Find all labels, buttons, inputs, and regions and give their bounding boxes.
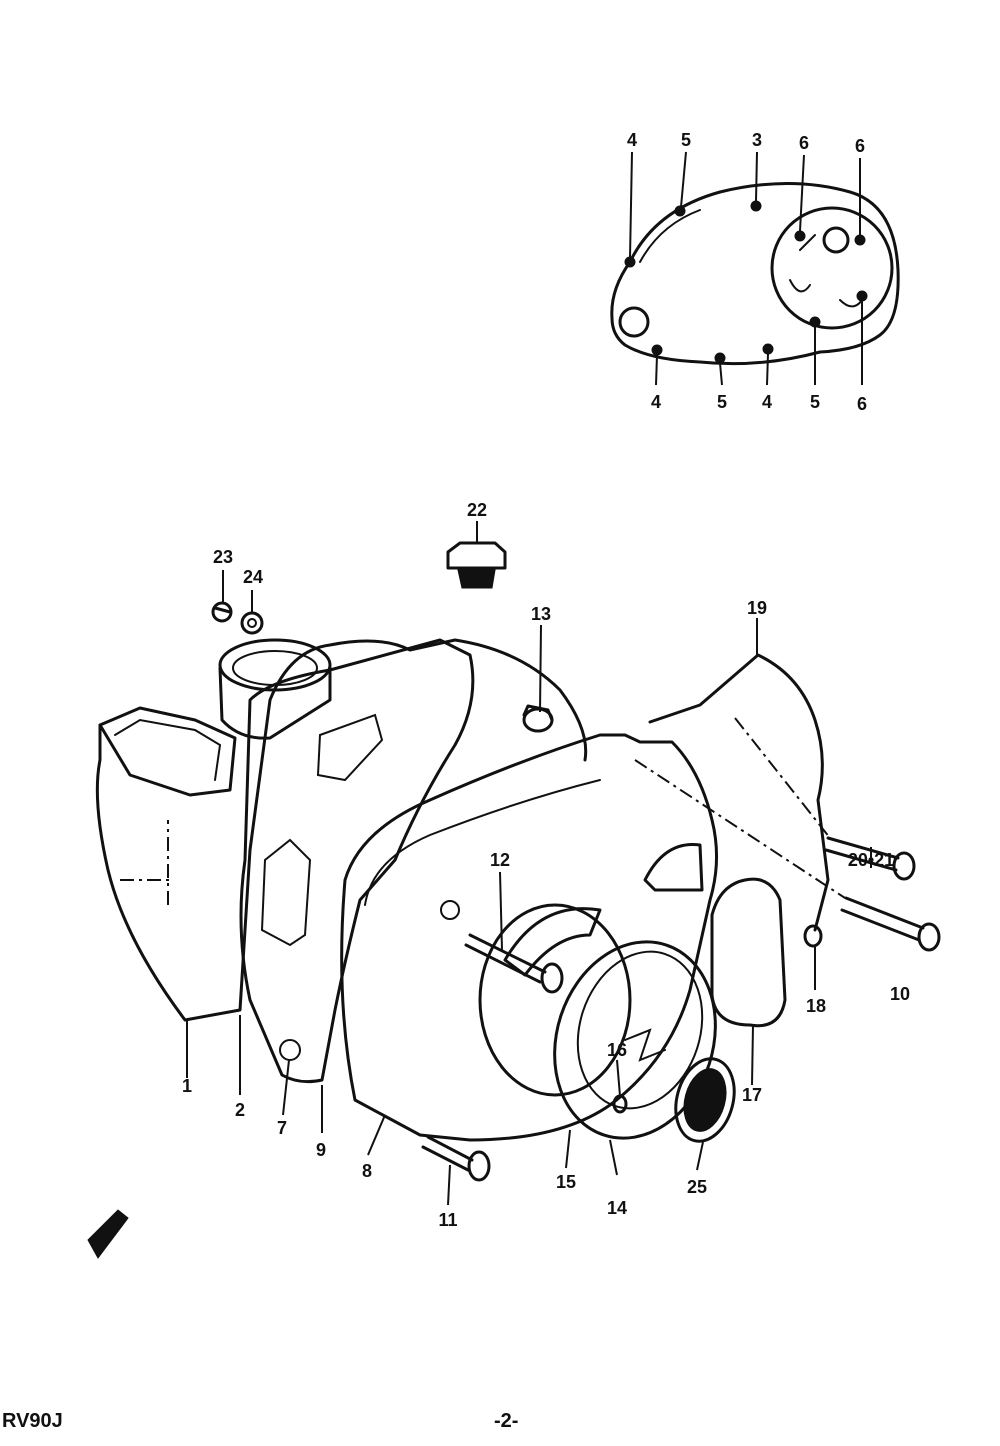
bolts	[211, 601, 941, 1182]
callout-18: 18	[806, 996, 826, 1016]
callout-11: 11	[438, 1210, 457, 1230]
inset-callout: 3	[752, 130, 762, 150]
page-number: -2-	[494, 1410, 519, 1432]
inset-callout: 5	[681, 130, 691, 150]
inset-callout: 5	[810, 392, 820, 412]
outer-cover	[648, 653, 830, 932]
callout-22: 22	[467, 500, 487, 520]
oil-plug	[446, 541, 507, 589]
callout-7: 7	[277, 1118, 287, 1138]
callout-15: 15	[556, 1172, 576, 1192]
callout-2: 2	[235, 1100, 245, 1120]
callout-1: 1	[182, 1076, 192, 1096]
callout-8: 8	[362, 1161, 372, 1181]
generator-cover	[340, 733, 718, 1142]
callout-9: 9	[316, 1140, 326, 1160]
direction-arrow	[87, 1209, 129, 1259]
inset-callout: 6	[799, 133, 809, 153]
callout-16: 16	[607, 1040, 627, 1060]
callout-24: 24	[243, 567, 263, 587]
callout-14: 14	[607, 1198, 627, 1218]
inset-callout: 6	[855, 136, 865, 156]
inset-cover-assembly	[610, 151, 900, 386]
inset-callout: 4	[762, 392, 772, 412]
callout-13: 13	[531, 604, 551, 624]
inset-callout: 5	[717, 392, 727, 412]
callout-20-21: 20•21	[848, 850, 894, 870]
callout-25: 25	[687, 1177, 707, 1197]
gasket	[239, 638, 475, 1084]
callout-19: 19	[747, 598, 767, 618]
inset-callout: 4	[651, 392, 661, 412]
callout-12: 12	[490, 850, 510, 870]
crankcase	[95, 638, 588, 1061]
callout-23: 23	[213, 547, 233, 567]
inset-callout: 6	[857, 394, 867, 414]
inset-callout: 4	[627, 130, 637, 150]
cover-plate	[553, 940, 736, 1143]
model-code: RV90J	[2, 1410, 63, 1432]
leader-lines	[186, 521, 872, 1206]
inspection-cap	[710, 877, 787, 1028]
callout-10: 10	[890, 984, 910, 1004]
callout-17: 17	[742, 1085, 762, 1105]
